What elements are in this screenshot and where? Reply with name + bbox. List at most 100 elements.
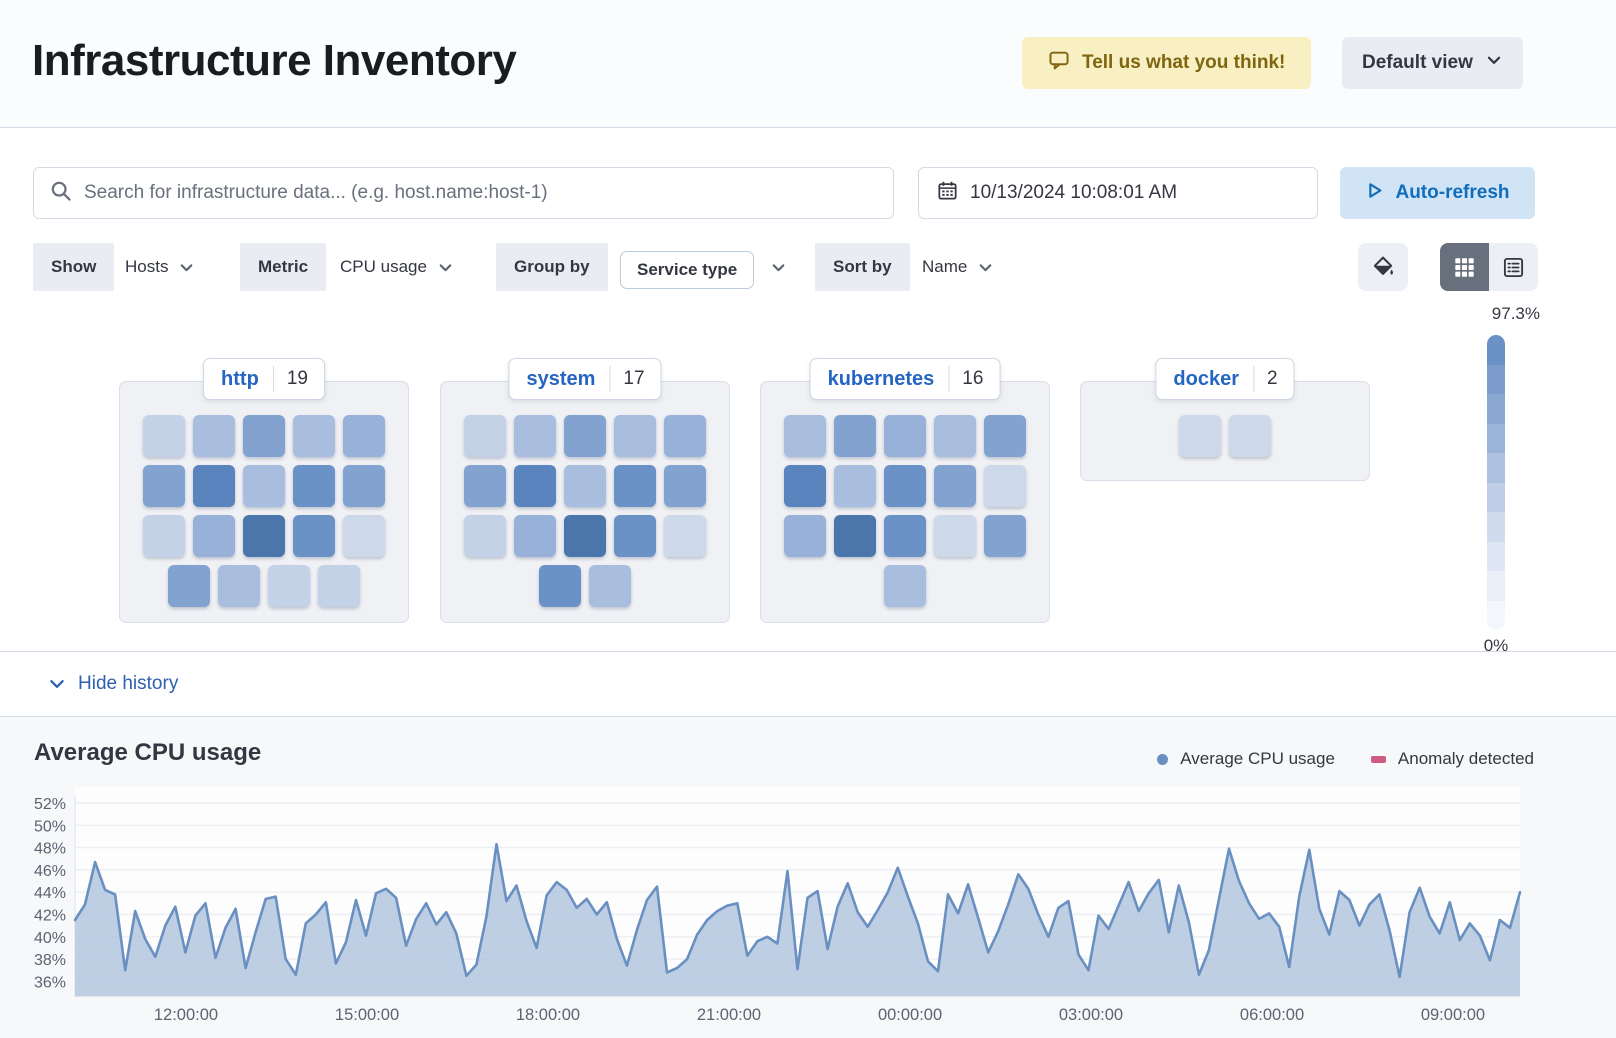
sort-by-dropdown-value: Name: [922, 257, 968, 276]
auto-refresh-label: Auto-refresh: [1395, 182, 1510, 203]
legend-item-average-cpu[interactable]: Average CPU usage: [1157, 749, 1335, 769]
metric-dropdown[interactable]: CPU usage: [340, 243, 454, 291]
host-tile[interactable]: [243, 415, 285, 457]
host-tile[interactable]: [343, 465, 385, 507]
legend-label: Anomaly detected: [1397, 749, 1534, 768]
chevron-down-icon: [50, 680, 64, 688]
group-panel-system: [440, 381, 730, 623]
host-tile[interactable]: [934, 415, 976, 457]
host-tile[interactable]: [1229, 415, 1271, 457]
host-tile[interactable]: [884, 465, 926, 507]
host-tile[interactable]: [884, 515, 926, 557]
legend-step: [1487, 364, 1505, 394]
host-tile[interactable]: [564, 465, 606, 507]
host-tile[interactable]: [614, 415, 656, 457]
host-tile[interactable]: [884, 565, 926, 607]
host-tile[interactable]: [143, 415, 185, 457]
host-tile[interactable]: [784, 465, 826, 507]
group-name-link[interactable]: system: [526, 367, 596, 390]
host-tile[interactable]: [884, 415, 926, 457]
svg-text:12:00:00: 12:00:00: [154, 1006, 218, 1024]
host-tile[interactable]: [168, 565, 210, 607]
host-tile[interactable]: [984, 415, 1026, 457]
metric-dropdown-value: CPU usage: [340, 257, 427, 276]
host-tile[interactable]: [514, 515, 556, 557]
host-tile[interactable]: [143, 515, 185, 557]
legend-step: [1487, 423, 1505, 453]
date-time-picker[interactable]: 10/13/2024 10:08:01 AM: [918, 167, 1318, 219]
host-tile[interactable]: [193, 515, 235, 557]
legend-step: [1487, 571, 1505, 601]
filter-toolbar: Show Hosts Metric CPU usage Group by Ser…: [0, 243, 1616, 291]
host-tile[interactable]: [784, 415, 826, 457]
host-tile[interactable]: [343, 415, 385, 457]
color-palette-button[interactable]: [1358, 243, 1408, 291]
search-input[interactable]: [84, 182, 877, 204]
table-view-button[interactable]: [1489, 243, 1538, 291]
host-tile[interactable]: [564, 515, 606, 557]
sort-by-dropdown[interactable]: Name: [922, 243, 994, 291]
host-tile[interactable]: [589, 565, 631, 607]
legend-step: [1487, 600, 1505, 630]
host-tile[interactable]: [934, 515, 976, 557]
host-tile[interactable]: [514, 465, 556, 507]
svg-text:52%: 52%: [34, 796, 66, 813]
host-tile[interactable]: [293, 465, 335, 507]
chart-title: Average CPU usage: [34, 739, 262, 766]
host-tile[interactable]: [834, 515, 876, 557]
host-tile[interactable]: [664, 465, 706, 507]
host-tile[interactable]: [243, 465, 285, 507]
host-tile[interactable]: [218, 565, 260, 607]
host-tile[interactable]: [984, 515, 1026, 557]
host-tile[interactable]: [984, 465, 1026, 507]
host-tile[interactable]: [784, 515, 826, 557]
host-tile[interactable]: [193, 465, 235, 507]
badge-divider: [272, 366, 274, 392]
host-tile[interactable]: [464, 415, 506, 457]
group-by-dropdown[interactable]: Service type: [620, 243, 787, 291]
host-tile[interactable]: [343, 515, 385, 557]
group-by-dropdown-value[interactable]: Service type: [620, 250, 755, 289]
show-dropdown[interactable]: Hosts: [125, 243, 195, 291]
host-tile[interactable]: [1179, 415, 1221, 457]
host-tile[interactable]: [614, 465, 656, 507]
svg-text:40%: 40%: [34, 930, 66, 947]
host-tile[interactable]: [464, 465, 506, 507]
group-name-link[interactable]: kubernetes: [827, 367, 935, 390]
host-tile[interactable]: [293, 415, 335, 457]
feedback-label: Tell us what you think!: [1082, 52, 1286, 73]
host-tile[interactable]: [664, 415, 706, 457]
host-tile[interactable]: [664, 515, 706, 557]
hide-history-toggle[interactable]: Hide history: [0, 651, 1616, 717]
host-tile[interactable]: [193, 415, 235, 457]
page-header: Infrastructure Inventory Tell us what yo…: [0, 0, 1616, 128]
svg-text:15:00:00: 15:00:00: [335, 1006, 399, 1024]
host-tile[interactable]: [514, 415, 556, 457]
legend-item-anomaly[interactable]: Anomaly detected: [1370, 749, 1534, 769]
host-tile[interactable]: [318, 565, 360, 607]
table-view-icon: [1503, 257, 1524, 277]
host-tile[interactable]: [934, 465, 976, 507]
chevron-down-icon: [181, 263, 193, 271]
map-view-button[interactable]: [1440, 243, 1489, 291]
group-name-link[interactable]: docker: [1173, 367, 1240, 390]
host-tile[interactable]: [143, 465, 185, 507]
host-tile[interactable]: [564, 415, 606, 457]
saved-view-selector[interactable]: Default view: [1342, 37, 1523, 89]
host-tile[interactable]: [464, 515, 506, 557]
host-tile[interactable]: [268, 565, 310, 607]
sort-by-label-chip: Sort by: [815, 243, 910, 291]
calendar-icon: [937, 180, 958, 207]
host-tile[interactable]: [243, 515, 285, 557]
legend-step: [1487, 335, 1505, 365]
host-tile[interactable]: [293, 515, 335, 557]
auto-refresh-button[interactable]: Auto-refresh: [1340, 167, 1535, 219]
host-tile[interactable]: [539, 565, 581, 607]
paint-bucket-icon: [1373, 256, 1394, 275]
host-tile[interactable]: [834, 415, 876, 457]
host-tile[interactable]: [834, 465, 876, 507]
feedback-button[interactable]: Tell us what you think!: [1022, 37, 1312, 89]
host-tile[interactable]: [614, 515, 656, 557]
group-name-link[interactable]: http: [221, 367, 259, 390]
